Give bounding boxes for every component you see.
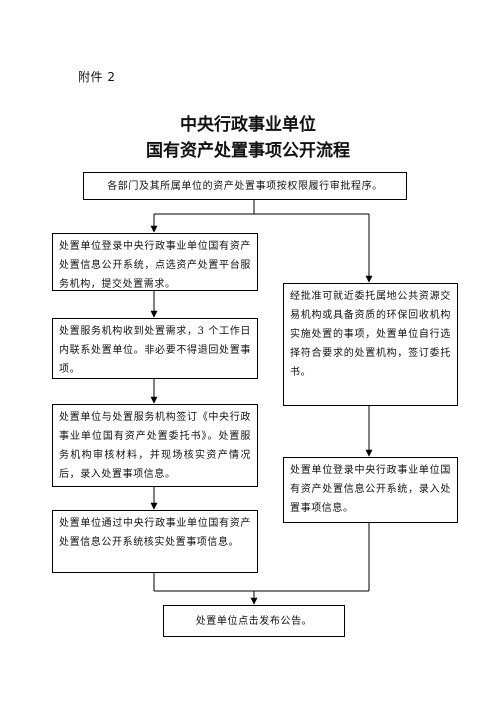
step-bottom-box: 处置单位点击发布公告。 [163,605,345,637]
step-right2-box: 处置单位登录中央行政事业单位国有资产处置信息公开系统，录入处置事项信息。 [283,457,458,523]
step-left2-text: 处置服务机构收到处置需求，3 个工作日内联系处置单位。非必要不得退回处置事项。 [59,326,251,375]
attachment-label: 附件 2 [78,70,116,84]
step-left3-text: 处置单位与处置服务机构签订《中央行政事业单位国有资产处置委托书》。处置服务机构审… [59,412,251,480]
diagram-title-line1: 中央行政事业单位 [180,115,316,135]
step-right1-box: 经批准可就近委托属地公共资源交易机构或具备资质的环保回收机构实施处置的事项，处置… [283,283,458,406]
step-top-text: 各部门及其所属单位的资产处置事项按权限履行审批程序。 [107,180,383,192]
step-top-box: 各部门及其所属单位的资产处置事项按权限履行审批程序。 [83,172,407,200]
step-bottom-text: 处置单位点击发布公告。 [195,615,313,627]
diagram-title-line2: 国有资产处置事项公开流程 [146,141,350,161]
step-left4-text: 处置单位通过中央行政事业单位国有资产处置信息公开系统核实处置事项信息。 [59,518,251,548]
step-left3-box: 处置单位与处置服务机构签订《中央行政事业单位国有资产处置委托书》。处置服务机构审… [52,404,258,487]
step-left4-box: 处置单位通过中央行政事业单位国有资产处置信息公开系统核实处置事项信息。 [52,510,258,573]
step-left1-text: 处置单位登录中央行政事业单位国有资产处置信息公开系统，点选资产处置平台服务机构，… [59,241,251,290]
step-right2-text: 处置单位登录中央行政事业单位国有资产处置信息公开系统，录入处置事项信息。 [290,465,451,514]
step-left2-box: 处置服务机构收到处置需求，3 个工作日内联系处置单位。非必要不得退回处置事项。 [52,318,258,379]
step-right1-text: 经批准可就近委托属地公共资源交易机构或具备资质的环保回收机构实施处置的事项，处置… [290,291,451,378]
step-left1-box: 处置单位登录中央行政事业单位国有资产处置信息公开系统，点选资产处置平台服务机构，… [52,233,258,291]
